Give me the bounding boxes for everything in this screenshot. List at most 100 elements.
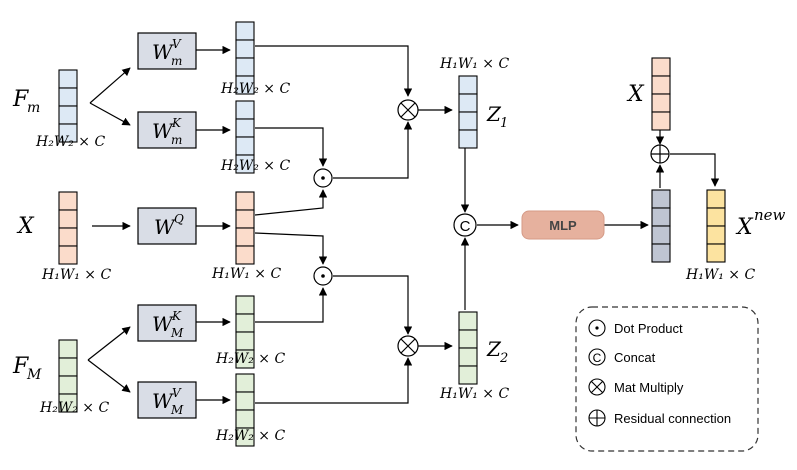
stack-fm-cell (58, 123, 78, 143)
wMk-base: W (152, 312, 174, 336)
xnew-label: X (735, 215, 754, 240)
z2-stack (458, 311, 478, 385)
wmk-sub: m (171, 133, 182, 147)
stack-vtop-cell (235, 57, 255, 77)
stack-q-cell (235, 191, 255, 211)
stack-z1-cell (458, 93, 478, 113)
stack-vbot-cell (235, 427, 255, 447)
x-residual-stack (651, 57, 671, 131)
z2-sub: 2 (499, 351, 508, 366)
fM-label: F (12, 354, 29, 379)
z2-dim: H₁W₁ × C (439, 386, 509, 402)
stack-xtop-cell (651, 111, 671, 131)
svg-text:C: C (593, 351, 602, 365)
stack-xtop-cell (651, 75, 671, 95)
stack-out-cell (706, 225, 726, 245)
wmv-sub: m (171, 54, 182, 68)
stack-vbot-cell (235, 391, 255, 411)
stack-fM-cell (58, 357, 78, 377)
arrow-q-to-dot1 (254, 189, 328, 216)
xnew-output-stack (706, 189, 726, 263)
stack-fm-cell (58, 87, 78, 107)
weight-wmk-box: W K m (137, 111, 197, 149)
weight-wmv-box: W V m (137, 32, 197, 70)
wq-base: W (154, 215, 176, 239)
z1-label: Z (486, 102, 502, 126)
stack-gray-cell (651, 207, 671, 227)
k-bot-dim: H₂W₂ × C (215, 351, 285, 367)
value-bottom-stack (235, 373, 255, 447)
fm-dim: H₂W₂ × C (35, 134, 105, 150)
legend-matmul-icon (588, 378, 606, 396)
legend-residual-text: Residual connection (614, 411, 731, 426)
stack-z2-cell (458, 347, 478, 367)
mat-multiply-2 (397, 335, 419, 357)
stack-ktop-cell (235, 100, 255, 120)
stack-kbot-cell (235, 313, 255, 333)
key-top-stack (235, 100, 255, 174)
legend-residual-icon (588, 409, 606, 427)
stack-fM-cell (58, 393, 78, 413)
stack-q-cell (235, 227, 255, 247)
key-bottom-stack (235, 295, 255, 369)
fM-dim: H₂W₂ × C (39, 400, 109, 416)
arrow-v-to-matmul1 (255, 45, 413, 97)
concat-op: C (453, 213, 477, 237)
fm-label: F (12, 87, 29, 112)
stack-vbot-cell (235, 373, 255, 393)
arrow-k-to-dot1 (255, 127, 328, 167)
arrow-q-to-dot2 (254, 232, 328, 265)
wMk-sub: M (170, 326, 184, 340)
stack-ktop-cell (235, 154, 255, 174)
stack-out-cell (706, 207, 726, 227)
stack-x-cell (58, 245, 78, 265)
weight-wMv-box: W V M (137, 381, 197, 419)
stack-fM-cell (58, 375, 78, 395)
arrow-fM-to-wMv (87, 359, 131, 393)
connectors (87, 45, 720, 405)
residual-op (650, 144, 670, 164)
stack-x-cell (58, 191, 78, 211)
v-top-dim: H₂W₂ × C (220, 81, 290, 97)
stack-z2-cell (458, 311, 478, 331)
mlp-output-stack (651, 189, 671, 263)
arrow-vbot-to-matmul2 (255, 357, 413, 404)
legend-dot-text: Dot Product (614, 321, 683, 336)
xnew-sup: new (754, 206, 786, 224)
weight-wq-box: W Q (137, 207, 197, 245)
stack-xtop-cell (651, 93, 671, 113)
legend-concat-text: Concat (614, 350, 656, 365)
weight-wMk-box: W K M (137, 304, 197, 342)
arrow-dot1-to-matmul1 (333, 121, 413, 179)
fm-feature-stack (58, 69, 78, 143)
stack-xtop-cell (651, 57, 671, 77)
arrow-dot2-to-matmul2 (333, 275, 413, 335)
stack-z2-cell (458, 329, 478, 349)
stack-gray-cell (651, 189, 671, 209)
stack-gray-cell (651, 243, 671, 263)
out-dim: H₁W₁ × C (685, 267, 755, 283)
stack-vbot-cell (235, 409, 255, 429)
stack-kbot-cell (235, 295, 255, 315)
stack-z2-cell (458, 365, 478, 385)
wq-sup: Q (174, 212, 184, 226)
q-dim: H₁W₁ × C (211, 266, 281, 282)
stack-vtop-cell (235, 39, 255, 59)
fM-sub: M (26, 367, 42, 383)
legend: Dot Product C Concat Mat Multiply Residu… (575, 306, 759, 452)
mlp-block: MLP (521, 210, 605, 240)
dot-product-1 (313, 168, 333, 188)
dot-product-2 (313, 266, 333, 286)
stack-x-cell (58, 227, 78, 247)
stack-out-cell (706, 189, 726, 209)
stack-out-cell (706, 243, 726, 263)
v-bot-dim: H₂W₂ × C (215, 428, 285, 444)
wmk-sup: K (171, 116, 182, 130)
stack-fm-cell (58, 69, 78, 89)
concat-symbol: C (460, 218, 471, 235)
x-dim: H₁W₁ × C (41, 267, 111, 283)
z1-sub: 1 (500, 116, 508, 131)
wmv-sup: V (172, 37, 182, 51)
arrow-fm-to-wmk (89, 102, 131, 126)
x-input-stack (58, 191, 78, 265)
